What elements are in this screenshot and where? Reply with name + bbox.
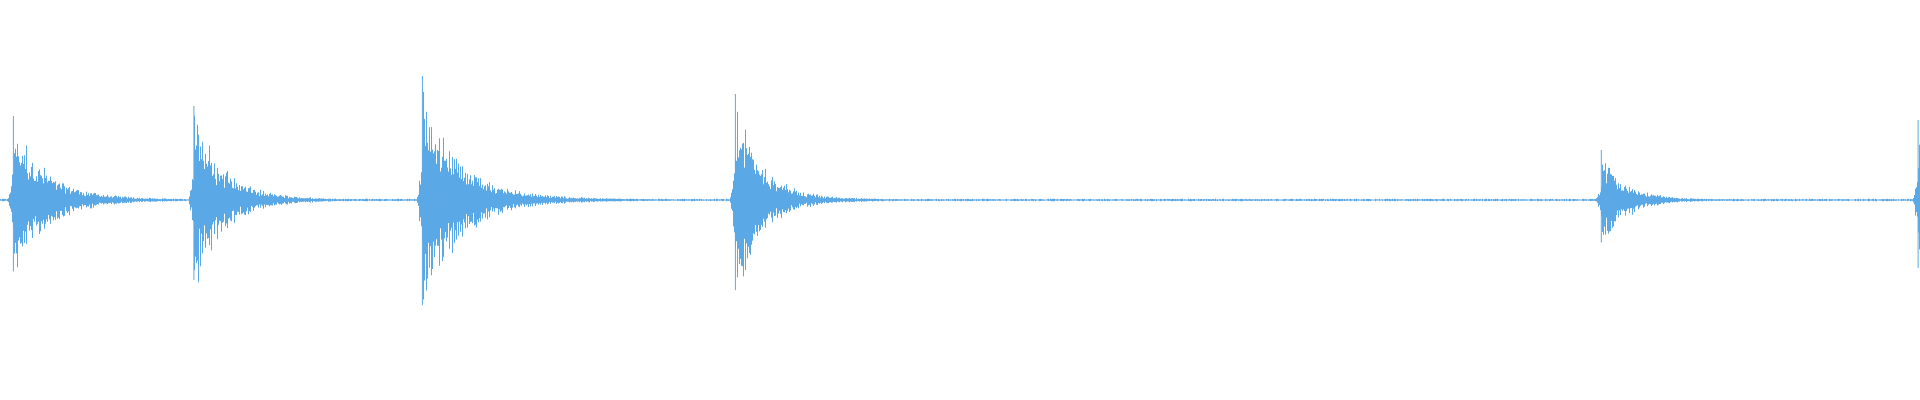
waveform-samples <box>0 76 1920 306</box>
waveform-trace <box>0 91 1920 300</box>
